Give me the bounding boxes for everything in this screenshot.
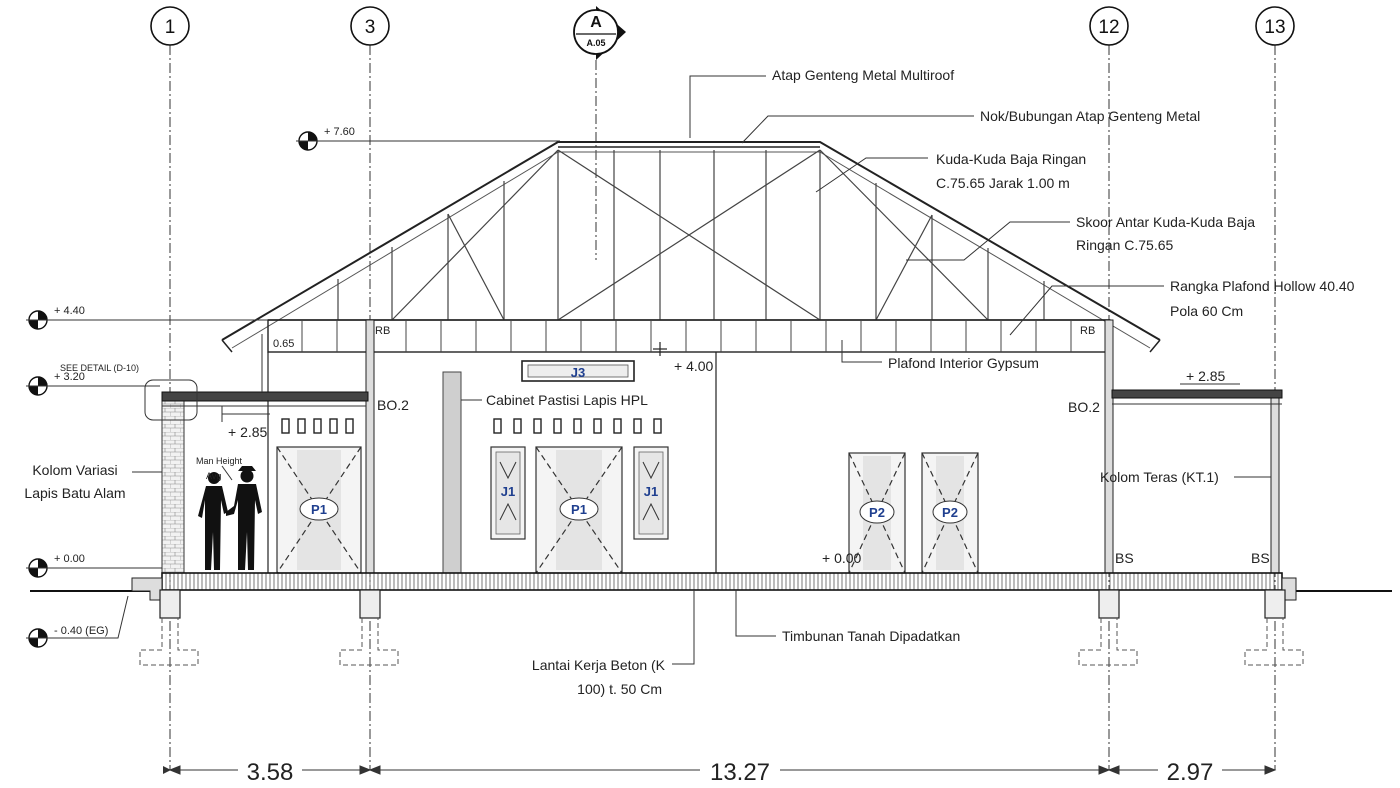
sloof-tag: BS <box>1251 550 1270 566</box>
level-porch-right: + 2.85 <box>1180 368 1240 385</box>
window-j3: J3 <box>521 360 635 382</box>
grid-bubble-13: 13 <box>1255 6 1295 46</box>
window-j1-left: J1 <box>490 446 526 540</box>
fascia-dimension: 0.65 <box>261 334 294 390</box>
section-sheet: A.05 <box>586 38 605 48</box>
window-tag: J1 <box>501 484 515 499</box>
cabinet-panel <box>442 371 462 574</box>
level-label: + 0.00 <box>822 550 862 566</box>
callout-text: Man Height <box>196 456 243 466</box>
level-ceiling: + 4.00 <box>653 342 714 374</box>
level-marker-eave: + 4.40 <box>26 305 268 330</box>
callout-text: Lapis Batu Alam <box>24 485 125 501</box>
floor-slab <box>30 572 1392 601</box>
callout-column-variation: Kolom Variasi Lapis Batu Alam <box>24 462 162 501</box>
callout-text: Atap Genteng Metal Multiroof <box>772 67 954 83</box>
callout-truss: Kuda-Kuda Baja Ringan C.75.65 Jarak 1.00… <box>815 151 1086 193</box>
door-tag: P2 <box>869 505 885 520</box>
callout-fill: Timbunan Tanah Dipadatkan <box>735 590 960 644</box>
door-p1-left: P1 <box>276 446 362 574</box>
grid-label: 13 <box>1264 17 1285 38</box>
level-marker-ridge: + 7.60 <box>296 126 560 151</box>
grid-bubble-1: 1 <box>150 6 190 46</box>
door-p1-mid: P1 <box>535 446 623 574</box>
sloof-tag: BS <box>1115 550 1134 566</box>
callout-ceiling-frame: Rangka Plafond Hollow 40.40 Pola 60 Cm <box>1009 278 1355 336</box>
level-label: + 2.85 <box>228 424 268 440</box>
callout-text: Ringan C.75.65 <box>1076 237 1174 253</box>
callout-text: Plafond Interior Gypsum <box>888 355 1039 371</box>
roof <box>221 141 1161 353</box>
window-j1-right: J1 <box>633 446 669 540</box>
callout-ridge-cap: Nok/Bubungan Atap Genteng Metal <box>741 108 1200 144</box>
grid-label: 12 <box>1098 17 1119 38</box>
callout-text: Pola 60 Cm <box>1170 303 1243 319</box>
level-floor-inside: + 0.00 <box>822 550 862 566</box>
beam-tag: BO.2 <box>377 397 409 413</box>
callout-text: Kuda-Kuda Baja Ringan <box>936 151 1086 167</box>
door-p2-right: P2 <box>921 452 979 574</box>
level-label: + 0.00 <box>54 553 85 565</box>
grid-bubble-12: 12 <box>1089 6 1129 46</box>
section-marker: A A.05 <box>573 6 626 260</box>
callout-text: Cabinet Pastisi Lapis HPL <box>486 392 648 408</box>
level-marker-canopy: + 3.20 <box>26 371 160 396</box>
callout-text: Skoor Antar Kuda-Kuda Baja <box>1076 214 1255 230</box>
callout-text: SEE DETAIL (D-10) <box>60 363 139 373</box>
callout-text: Kolom Variasi <box>32 462 117 478</box>
foundations <box>139 589 1304 666</box>
ventilation-blocks <box>281 418 662 434</box>
callout-man-height: Man Height Avg <box>196 456 243 481</box>
callout-brace: Skoor Antar Kuda-Kuda Baja Ringan C.75.6… <box>906 214 1255 261</box>
callout-gypsum: Plafond Interior Gypsum <box>841 340 1039 371</box>
callout-text: Rangka Plafond Hollow 40.40 <box>1170 278 1355 294</box>
grid-label: 3 <box>365 17 376 38</box>
door-tag: P1 <box>311 502 327 517</box>
dimension-label: 13.27 <box>710 759 770 786</box>
callout-cabinet: Cabinet Pastisi Lapis HPL <box>461 392 648 408</box>
window-tag: J1 <box>644 484 658 499</box>
level-label: + 3.20 <box>54 371 85 383</box>
callout-text: 100) t. 50 Cm <box>577 681 662 697</box>
level-porch-left: + 2.85 <box>221 406 270 440</box>
level-label: - 0.40 (EG) <box>54 625 108 637</box>
ring-beam-tag: RB <box>375 325 390 337</box>
level-marker-floor: + 0.00 <box>26 553 162 578</box>
callout-see-detail: SEE DETAIL (D-10) <box>60 363 198 421</box>
human-figures-icon <box>198 466 262 570</box>
dimension-label: 2.97 <box>1167 759 1214 786</box>
callout-text: Nok/Bubungan Atap Genteng Metal <box>980 108 1200 124</box>
callout-roof-tile: Atap Genteng Metal Multiroof <box>689 67 954 138</box>
beam-tag: BO.2 <box>1068 399 1100 415</box>
door-tag: P2 <box>942 505 958 520</box>
door-tag: P1 <box>571 502 587 517</box>
level-label: + 4.40 <box>54 305 85 317</box>
window-tag: J3 <box>571 365 585 380</box>
level-label: + 2.85 <box>1186 368 1226 384</box>
grid-label: 1 <box>165 17 176 38</box>
callout-text: Kolom Teras (KT.1) <box>1100 469 1219 485</box>
grid-bubble-3: 3 <box>350 6 390 46</box>
callout-porch-column: Kolom Teras (KT.1) <box>1100 469 1271 485</box>
section-letter: A <box>590 14 602 31</box>
fascia-label: 0.65 <box>273 338 294 350</box>
dimension-line: 3.58 13.27 2.97 <box>163 757 1277 786</box>
callout-text: Timbunan Tanah Dipadatkan <box>782 628 960 644</box>
structure-tags: RB RB BO.2 BO.2 BS BS <box>375 325 1270 566</box>
callout-text: Avg <box>206 471 221 481</box>
dimension-label: 3.58 <box>247 759 294 786</box>
level-label: + 4.00 <box>674 358 714 374</box>
level-label: + 7.60 <box>324 126 355 138</box>
callout-text: Lantai Kerja Beton (K <box>532 657 666 673</box>
ring-beam-tag: RB <box>1080 325 1095 337</box>
level-marker-ground: - 0.40 (EG) <box>26 595 129 648</box>
callout-text: C.75.65 Jarak 1.00 m <box>936 175 1070 191</box>
callout-slab: Lantai Kerja Beton (K 100) t. 50 Cm <box>532 590 695 697</box>
